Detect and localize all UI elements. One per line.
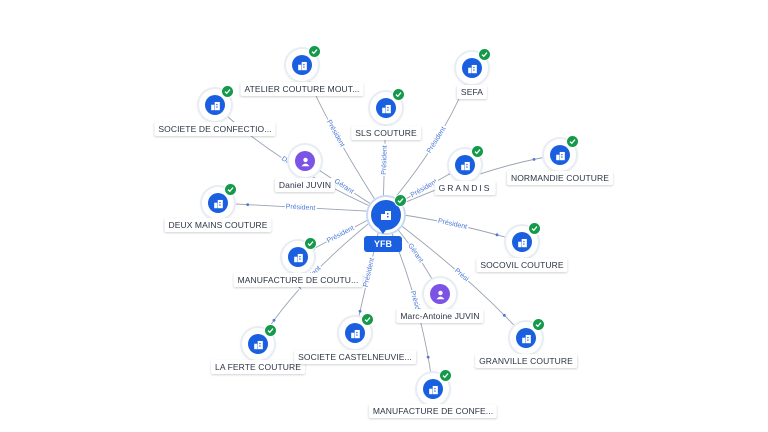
edge-label-sls: Président [381, 145, 389, 175]
edge-atelier [301, 64, 384, 213]
building-icon [550, 145, 570, 165]
verified-badge-icon [478, 48, 491, 61]
node-label: Marc-Antoine JUVIN [396, 309, 484, 323]
company-node-circle [282, 237, 317, 273]
person-icon [430, 284, 450, 304]
building-icon [462, 58, 482, 78]
edge-manufacture-confe [382, 211, 434, 390]
verified-badge-icon [224, 183, 237, 196]
edge-arrow-manufacture-confe [426, 355, 430, 359]
company-node-circle [456, 48, 491, 84]
company-node-circle [506, 222, 541, 258]
edge-arrow-normandie [532, 157, 536, 161]
center-pointer-icon [377, 226, 389, 234]
verified-badge-icon [392, 88, 405, 101]
building-icon [208, 193, 228, 213]
verified-badge-icon [532, 318, 545, 331]
company-node-circle [339, 313, 374, 349]
node-label: GRANVILLE COUTURE [475, 354, 577, 368]
company-node-circle [286, 45, 321, 81]
center-label: YFB [364, 236, 402, 252]
building-icon [516, 328, 536, 348]
edge-arrow-castelneuvie [358, 309, 362, 313]
node-label: SLS COUTURE [351, 126, 421, 140]
edge-label-halo-sls: Président [381, 145, 389, 175]
person-icon [295, 151, 315, 171]
verified-badge-icon [221, 85, 234, 98]
node-label: MANUFACTURE DE CONFE... [368, 404, 498, 418]
node-label: SEFA [456, 85, 488, 99]
edge-arrow-granville [502, 313, 506, 317]
edge-label-atelier: Président [325, 119, 345, 148]
verified-badge-icon [471, 145, 484, 158]
company-node-circle [417, 369, 452, 405]
edge-deux-mains [217, 202, 384, 213]
node-label: DEUX MAINS COUTURE [164, 218, 272, 232]
building-icon [423, 379, 443, 399]
building-icon [512, 232, 532, 252]
verified-badge-icon [264, 324, 277, 337]
node-label: MANUFACTURE DE COUTU... [233, 273, 363, 287]
edge-label-socovil: Président [437, 218, 467, 231]
edge-label-castelneuvie: Président [363, 257, 376, 287]
verified-badge-icon [308, 45, 321, 58]
company-node-circle [510, 318, 545, 354]
edge-label-daniel: Gérant [333, 178, 355, 196]
node-label: ATELIER COUTURE MOUT... [240, 82, 364, 96]
edge-label-marc-antoine: Gérant [406, 242, 424, 264]
edge-arrow-socovil [495, 233, 499, 237]
person-node-circle [289, 145, 321, 177]
company-node-circle [199, 85, 234, 121]
building-icon [455, 155, 475, 175]
company-node-circle [449, 145, 484, 181]
edge-label-manufacture-coutu: Président [326, 225, 355, 245]
person-node-circle [424, 278, 456, 310]
edge-normandie [382, 154, 561, 213]
node-label: LA FERTE COUTURE [211, 360, 305, 374]
edge-label-granville: Prési [453, 267, 470, 283]
building-icon [205, 95, 225, 115]
edge-arrow-deux-mains [246, 203, 250, 207]
building-icon [376, 98, 396, 118]
company-node-circle [202, 183, 237, 219]
verified-badge-icon [566, 135, 579, 148]
company-node-circle [242, 324, 277, 360]
verified-badge-icon [304, 237, 317, 250]
edge-label-sefa: Président [426, 126, 448, 155]
edge-label-halo-deux-mains: Président [286, 204, 316, 213]
node-label: NORMANDIE COUTURE [506, 171, 614, 185]
node-label: Daniel JUVIN [274, 178, 336, 192]
company-node-circle [544, 135, 579, 171]
edge-arrow-la-ferte [272, 318, 276, 322]
building-icon [345, 323, 365, 343]
company-node-circle [370, 88, 405, 124]
edge-label-deux-mains: Président [286, 204, 316, 213]
edge-granville [382, 211, 527, 339]
node-label: SOCOVIL COUTURE [476, 258, 568, 272]
verified-badge-icon [361, 313, 374, 326]
node-label: SOCIETE CASTELNEUVIE... [294, 350, 416, 364]
building-icon [288, 247, 308, 267]
node-label: SOCIETE DE CONFECTIO... [154, 122, 276, 136]
verified-badge-icon [439, 369, 452, 382]
building-icon [248, 334, 268, 354]
node-label: GRANDIS [434, 181, 496, 195]
verified-badge-icon [394, 194, 407, 207]
verified-badge-icon [528, 222, 541, 235]
building-icon [292, 55, 312, 75]
